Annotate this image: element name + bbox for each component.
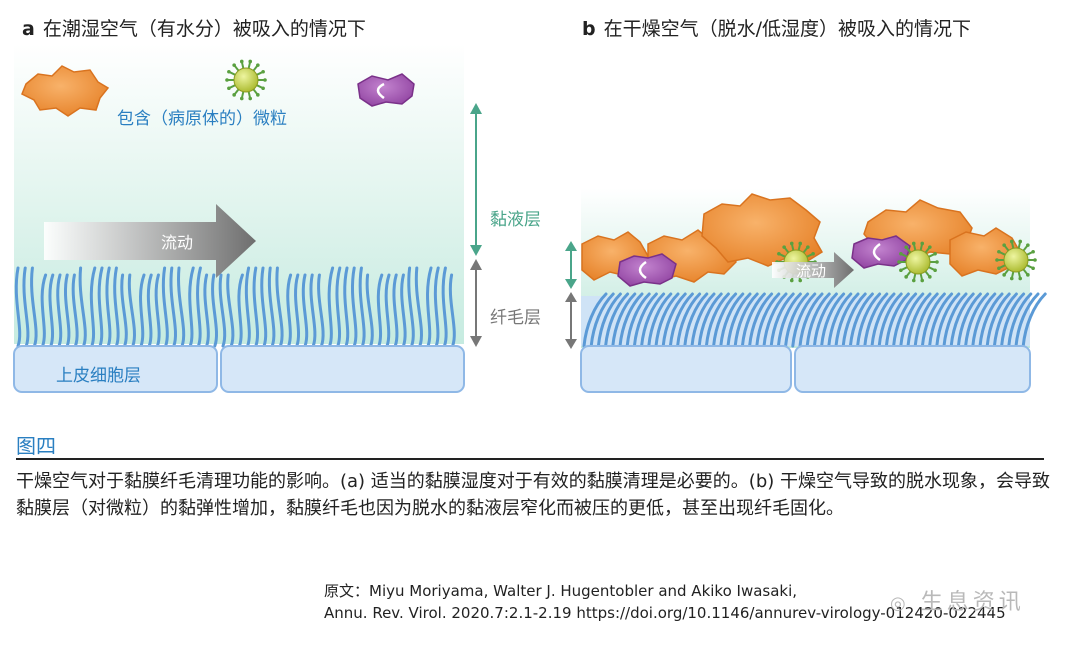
panel-a-flow-label: 流动 bbox=[161, 233, 193, 252]
figure-divider bbox=[16, 458, 1044, 460]
panel-b-cilia-arrow bbox=[565, 292, 577, 349]
panel-a-title: a 在潮湿空气（有水分）被吸入的情况下 bbox=[22, 14, 366, 41]
panel-b-letter: b bbox=[582, 18, 596, 40]
panel-b-cilia bbox=[581, 292, 1047, 348]
panel-a-letter: a bbox=[22, 18, 35, 40]
figure-title: 图四 bbox=[16, 434, 56, 458]
panel-a-cilia bbox=[14, 266, 456, 348]
purple-cell bbox=[357, 73, 415, 107]
figure-caption: 干燥空气对于黏膜纤毛清理功能的影响。(a) 适当的黏膜湿度对于有效的黏膜清理是必… bbox=[16, 471, 1050, 519]
cilia-layer-legend: 纤毛层 bbox=[470, 259, 541, 347]
purple-cell-marking bbox=[638, 260, 647, 280]
purple-cell-marking bbox=[376, 82, 385, 100]
virus-particle bbox=[897, 241, 939, 283]
panel-b-title: b 在干燥空气（脱水/低湿度）被吸入的情况下 bbox=[582, 14, 971, 41]
panel-b-title-text: 在干燥空气（脱水/低湿度）被吸入的情况下 bbox=[603, 18, 972, 40]
figure-source: 原文：Miyu Moriyama, Walter J. Hugentobler … bbox=[324, 580, 1006, 624]
panel-a-flow-arrow: 流动 bbox=[44, 204, 256, 278]
panel-a-title-text: 在潮湿空气（有水分）被吸入的情况下 bbox=[42, 18, 366, 40]
particles-label: 包含（病原体的）微粒 bbox=[117, 109, 287, 129]
purple-cell bbox=[617, 253, 677, 287]
watermark-text: 生息资讯 bbox=[920, 590, 1025, 615]
panel-b-epithelium bbox=[580, 345, 1031, 393]
virus-particle bbox=[995, 239, 1037, 281]
source-line-2: Annu. Rev. Virol. 2020.7:2.1-2.19 https:… bbox=[324, 604, 1006, 622]
panel-b-mucus-arrow bbox=[565, 241, 577, 289]
orange-cell bbox=[21, 65, 110, 117]
panel-b-flow-label: 流动 bbox=[796, 262, 826, 280]
diagram-svg: 上皮细胞层 流动 包含（病原体的）微粒 黏液层 纤毛层 bbox=[13, 44, 1047, 393]
wechat-icon: ◎ bbox=[890, 593, 910, 614]
cilia-layer-label: 纤毛层 bbox=[490, 308, 541, 328]
panel-b-flow-arrow: 流动 bbox=[772, 252, 854, 288]
mucus-layer-legend: 黏液层 bbox=[470, 103, 541, 256]
virus-particle bbox=[225, 59, 267, 101]
epithelium-label: 上皮细胞层 bbox=[56, 366, 141, 386]
panel-a-epithelium bbox=[13, 345, 465, 393]
mucus-layer-label: 黏液层 bbox=[490, 210, 541, 230]
source-line-1: 原文：Miyu Moriyama, Walter J. Hugentobler … bbox=[324, 582, 798, 600]
purple-cell-marking bbox=[872, 242, 881, 262]
watermark: ◎ 生息资讯 bbox=[890, 584, 1025, 616]
